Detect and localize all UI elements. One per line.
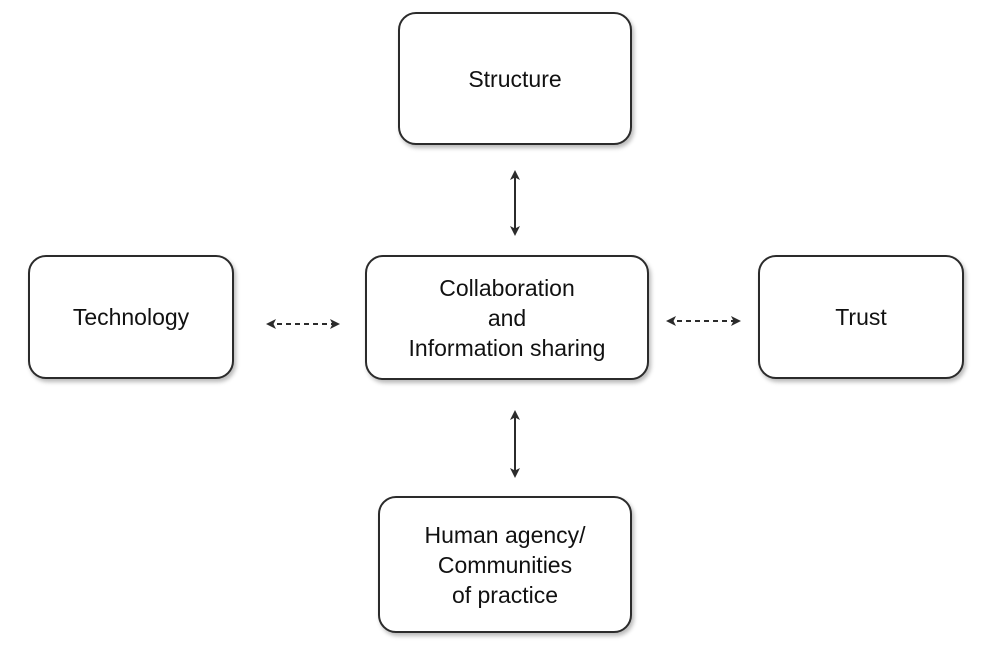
node-collaboration: Collaboration and Information sharing [365, 255, 649, 380]
node-collaboration-label-line-2: and [487, 304, 527, 331]
node-structure: Structure [398, 12, 632, 145]
node-technology-label: Technology [72, 304, 190, 330]
node-structure-label: Structure [468, 65, 562, 92]
node-human-label-line-1: Human agency/ [424, 521, 586, 548]
node-collaboration-label-line-1: Collaboration [439, 274, 575, 301]
node-technology: Technology [28, 255, 234, 379]
node-human-agency: Human agency/ Communities of practice [378, 496, 632, 633]
node-human-label-line-2: Communities [437, 551, 573, 578]
node-human-label-line-3: of practice [451, 581, 559, 608]
node-trust: Trust [758, 255, 964, 379]
node-collaboration-label-line-3: Information sharing [408, 334, 606, 361]
node-trust-label: Trust [835, 304, 887, 330]
